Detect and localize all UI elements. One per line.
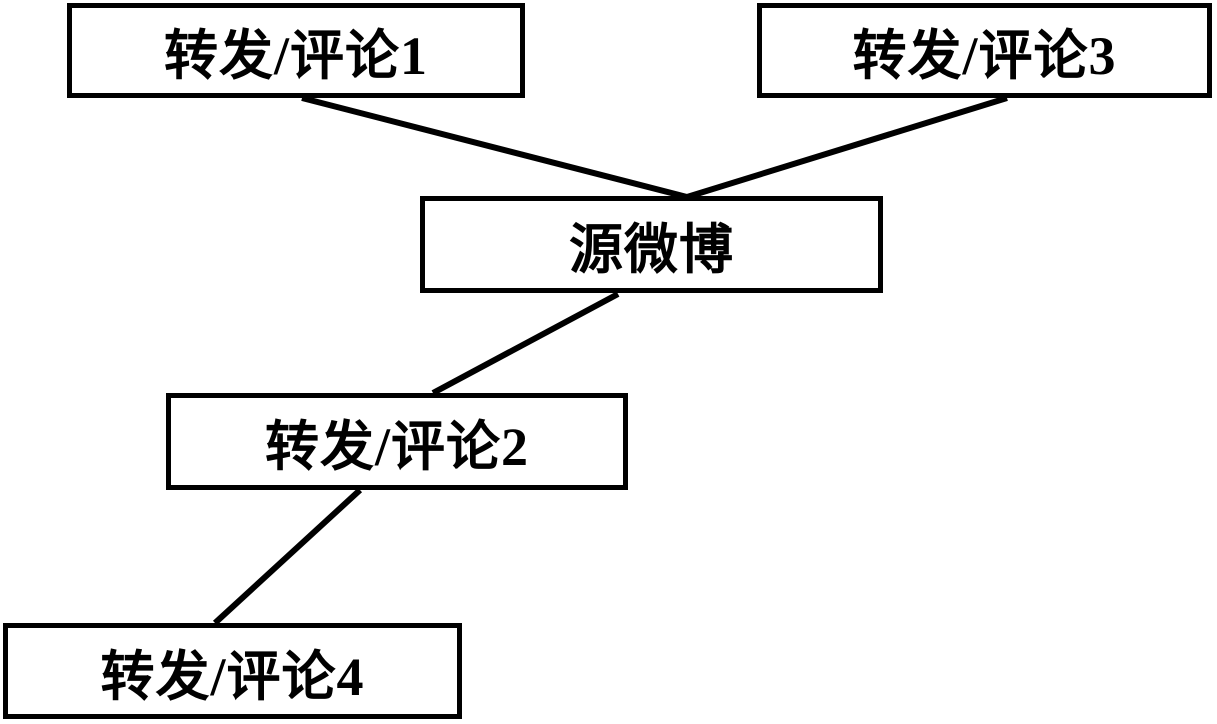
node-repost-comment-3-label: 转发/评论3 [852, 26, 1117, 86]
node-repost-comment-3: 转发/评论3 [757, 3, 1212, 98]
node-source-weibo: 源微博 [420, 196, 883, 293]
node-repost-comment-4-label: 转发/评论4 [100, 646, 365, 707]
node-repost-comment-1: 转发/评论1 [67, 3, 525, 98]
edge-source-to-rc2 [431, 291, 620, 396]
edge-rc1-to-source [301, 95, 688, 200]
node-repost-comment-4: 转发/评论4 [3, 623, 462, 719]
node-repost-comment-1-label: 转发/评论1 [163, 26, 428, 86]
node-repost-comment-2-label: 转发/评论2 [264, 417, 529, 477]
node-source-weibo-label: 源微博 [569, 220, 734, 280]
edge-rc2-to-rc4 [212, 487, 363, 626]
edge-rc3-to-source [686, 95, 1008, 200]
node-repost-comment-2: 转发/评论2 [166, 393, 628, 490]
